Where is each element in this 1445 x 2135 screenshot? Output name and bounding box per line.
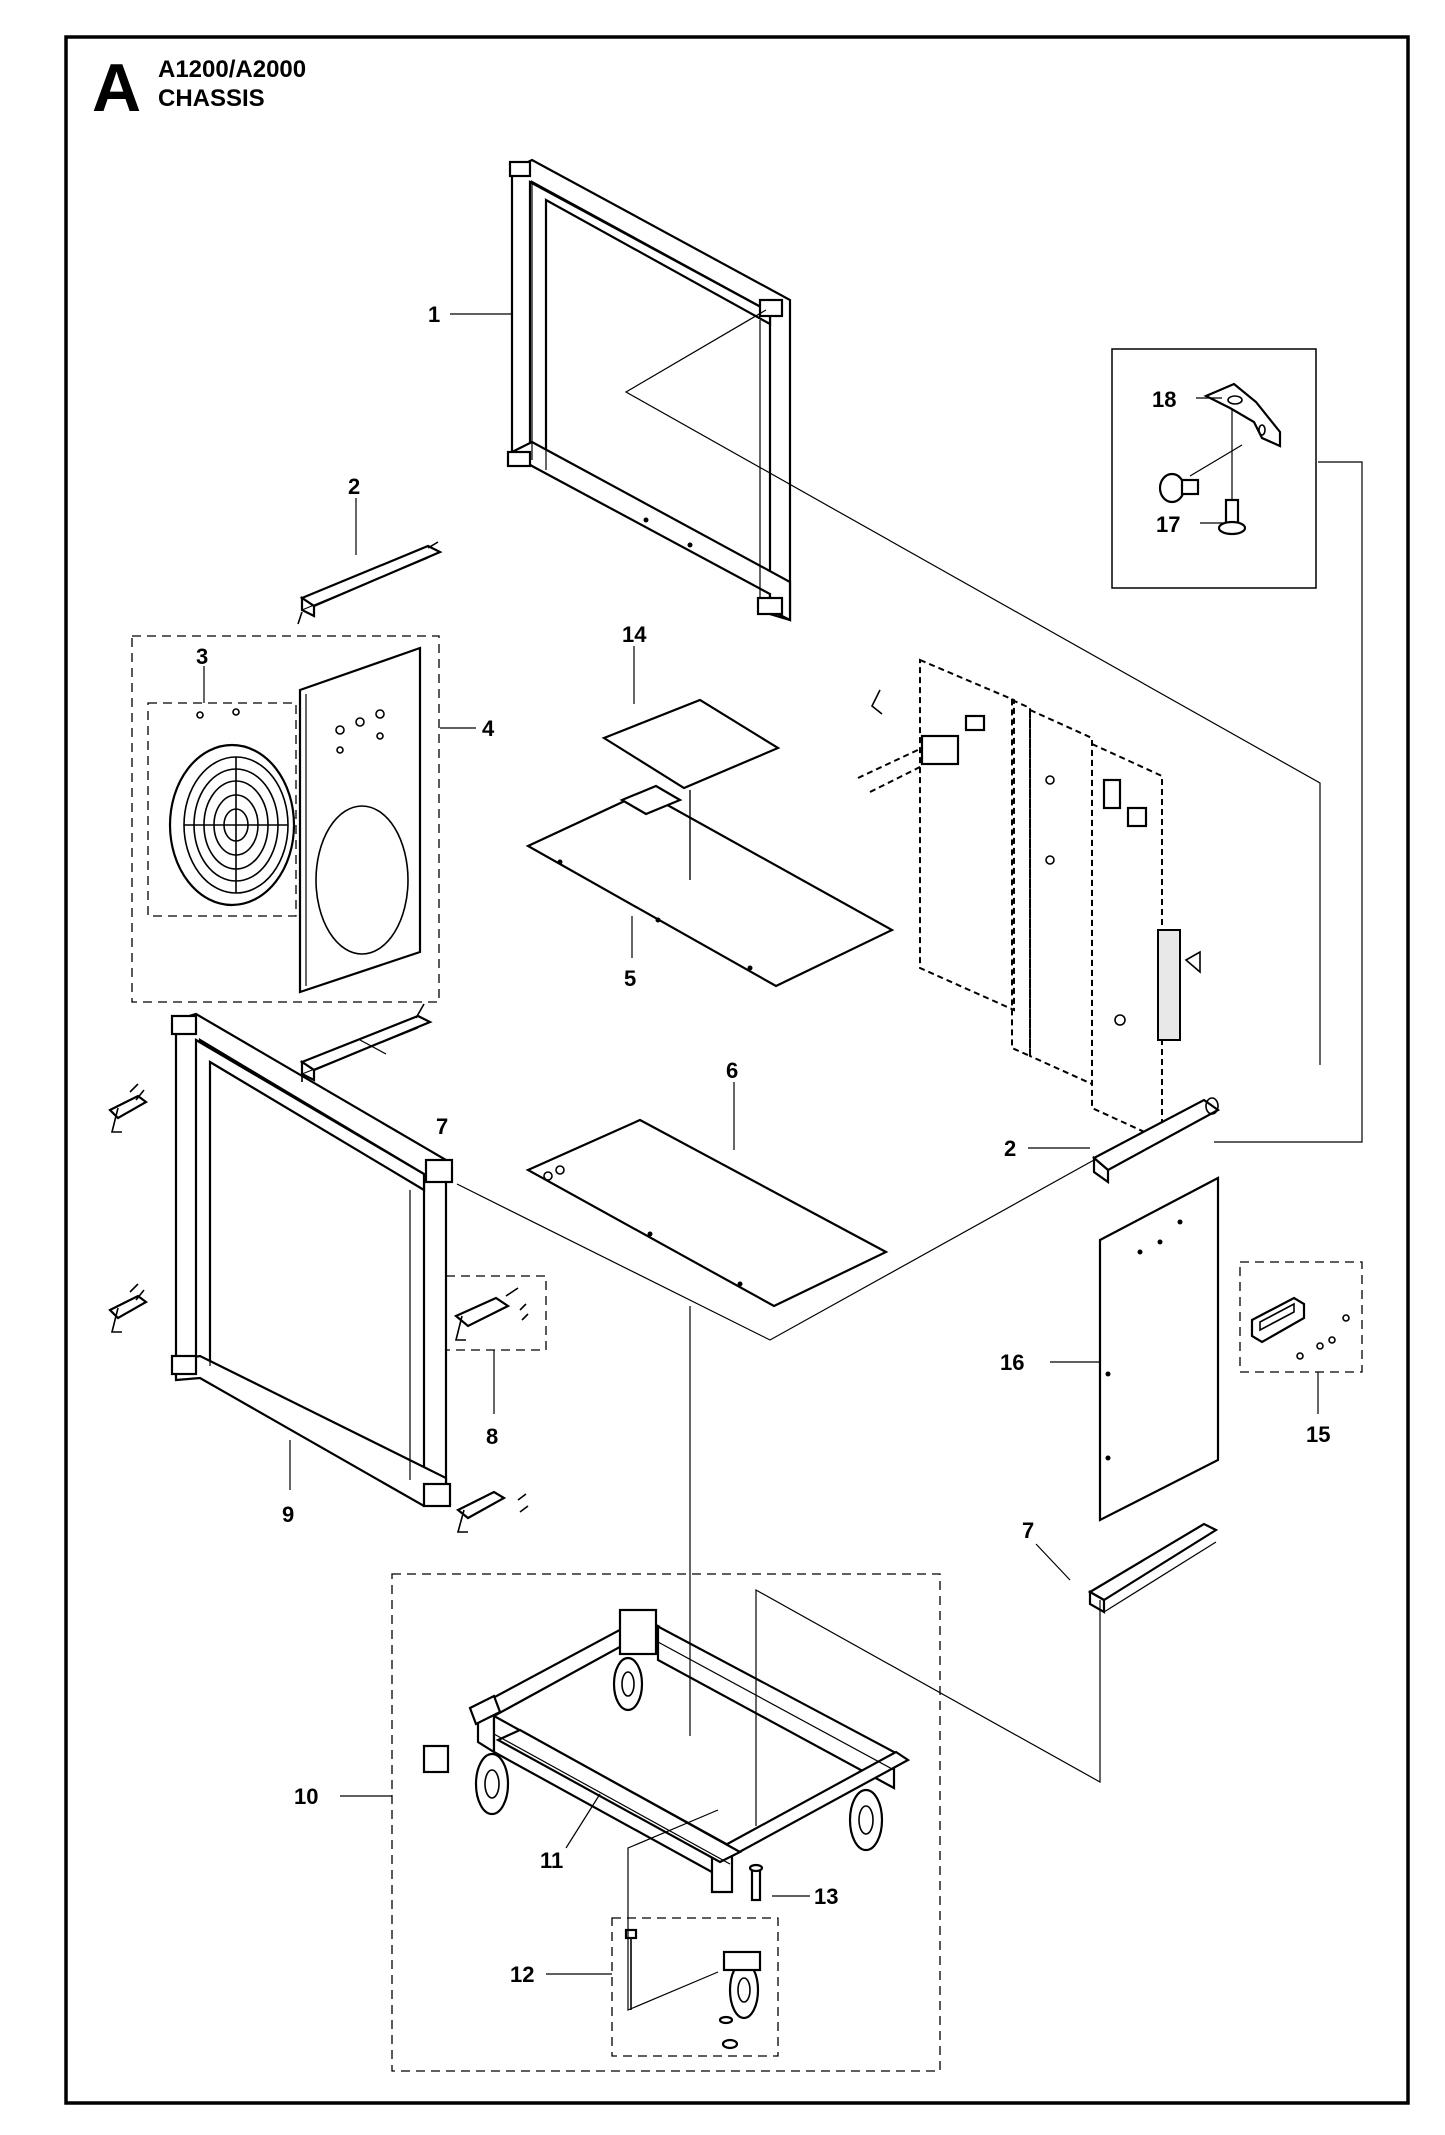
trolley-wheels — [474, 1656, 884, 2020]
part-16-side-panel — [1098, 1176, 1220, 1522]
part-1-top-frame — [506, 158, 792, 622]
part-3-fan — [168, 708, 296, 907]
callout-1: 1 — [428, 302, 440, 327]
part-2-upper-rail — [297, 541, 443, 625]
group-3-box — [147, 702, 297, 917]
callout-17: 17 — [1156, 512, 1180, 537]
callout-7-left: 7 — [436, 1114, 448, 1139]
chassis-title: CHASSIS — [158, 85, 265, 112]
part-4-fan-panel — [298, 646, 422, 994]
part-14-label-sheet — [601, 698, 781, 790]
callout-leaders — [203, 313, 1319, 1975]
callout-6: 6 — [726, 1058, 738, 1083]
callout-15: 15 — [1306, 1422, 1330, 1447]
hinge-hardware-left — [108, 1083, 148, 1333]
callout-8: 8 — [486, 1424, 498, 1449]
callout-11: 11 — [540, 1848, 563, 1873]
group-12-box — [611, 1917, 779, 2057]
electronics-assembly — [857, 658, 1201, 1142]
group-8-box — [445, 1275, 547, 1351]
part-8-hinge — [453, 1287, 529, 1341]
group-4-box — [131, 635, 440, 1003]
part-15-handle — [1250, 1296, 1350, 1360]
part-6-base-plate — [525, 1118, 889, 1308]
part-12-bolt — [624, 1928, 739, 2050]
callout-12: 12 — [510, 1962, 534, 1987]
callout-13: 13 — [814, 1884, 838, 1909]
connection-lines — [456, 309, 1363, 2011]
callout-14: 14 — [622, 622, 647, 647]
part-5-plate — [525, 784, 895, 988]
callout-10: 10 — [294, 1784, 318, 1809]
part-18-bracket — [1189, 382, 1282, 500]
part-9-front-frame — [170, 1012, 454, 1508]
callout-3: 3 — [196, 644, 208, 669]
callout-4: 4 — [482, 716, 495, 741]
part-7-right-rail — [1087, 1522, 1219, 1614]
callout-18: 18 — [1152, 387, 1176, 412]
hinge-hardware-lower — [455, 1490, 529, 1533]
callout-2-right: 2 — [1004, 1136, 1016, 1161]
section-letter: A — [92, 50, 141, 126]
callout-labels: 1 2 2 3 4 5 6 7 7 8 9 10 11 12 13 14 15 … — [196, 302, 1330, 1987]
callout-9: 9 — [282, 1502, 294, 1527]
page-border — [64, 35, 1410, 2105]
group-10-box — [391, 1573, 941, 2072]
group-17-18-box — [1111, 348, 1317, 589]
callout-7-right: 7 — [1022, 1518, 1034, 1543]
part-13-bolt — [748, 1863, 764, 1902]
part-11-trolley-frame — [422, 1608, 911, 1894]
callout-16: 16 — [1000, 1350, 1024, 1375]
part-17-screws — [1158, 472, 1247, 536]
callout-2-upper: 2 — [348, 474, 360, 499]
group-15-box — [1239, 1261, 1363, 1373]
part-2-right-rail — [1092, 1097, 1221, 1185]
callout-5: 5 — [624, 966, 636, 991]
model-title: A1200/A2000 — [158, 56, 306, 83]
